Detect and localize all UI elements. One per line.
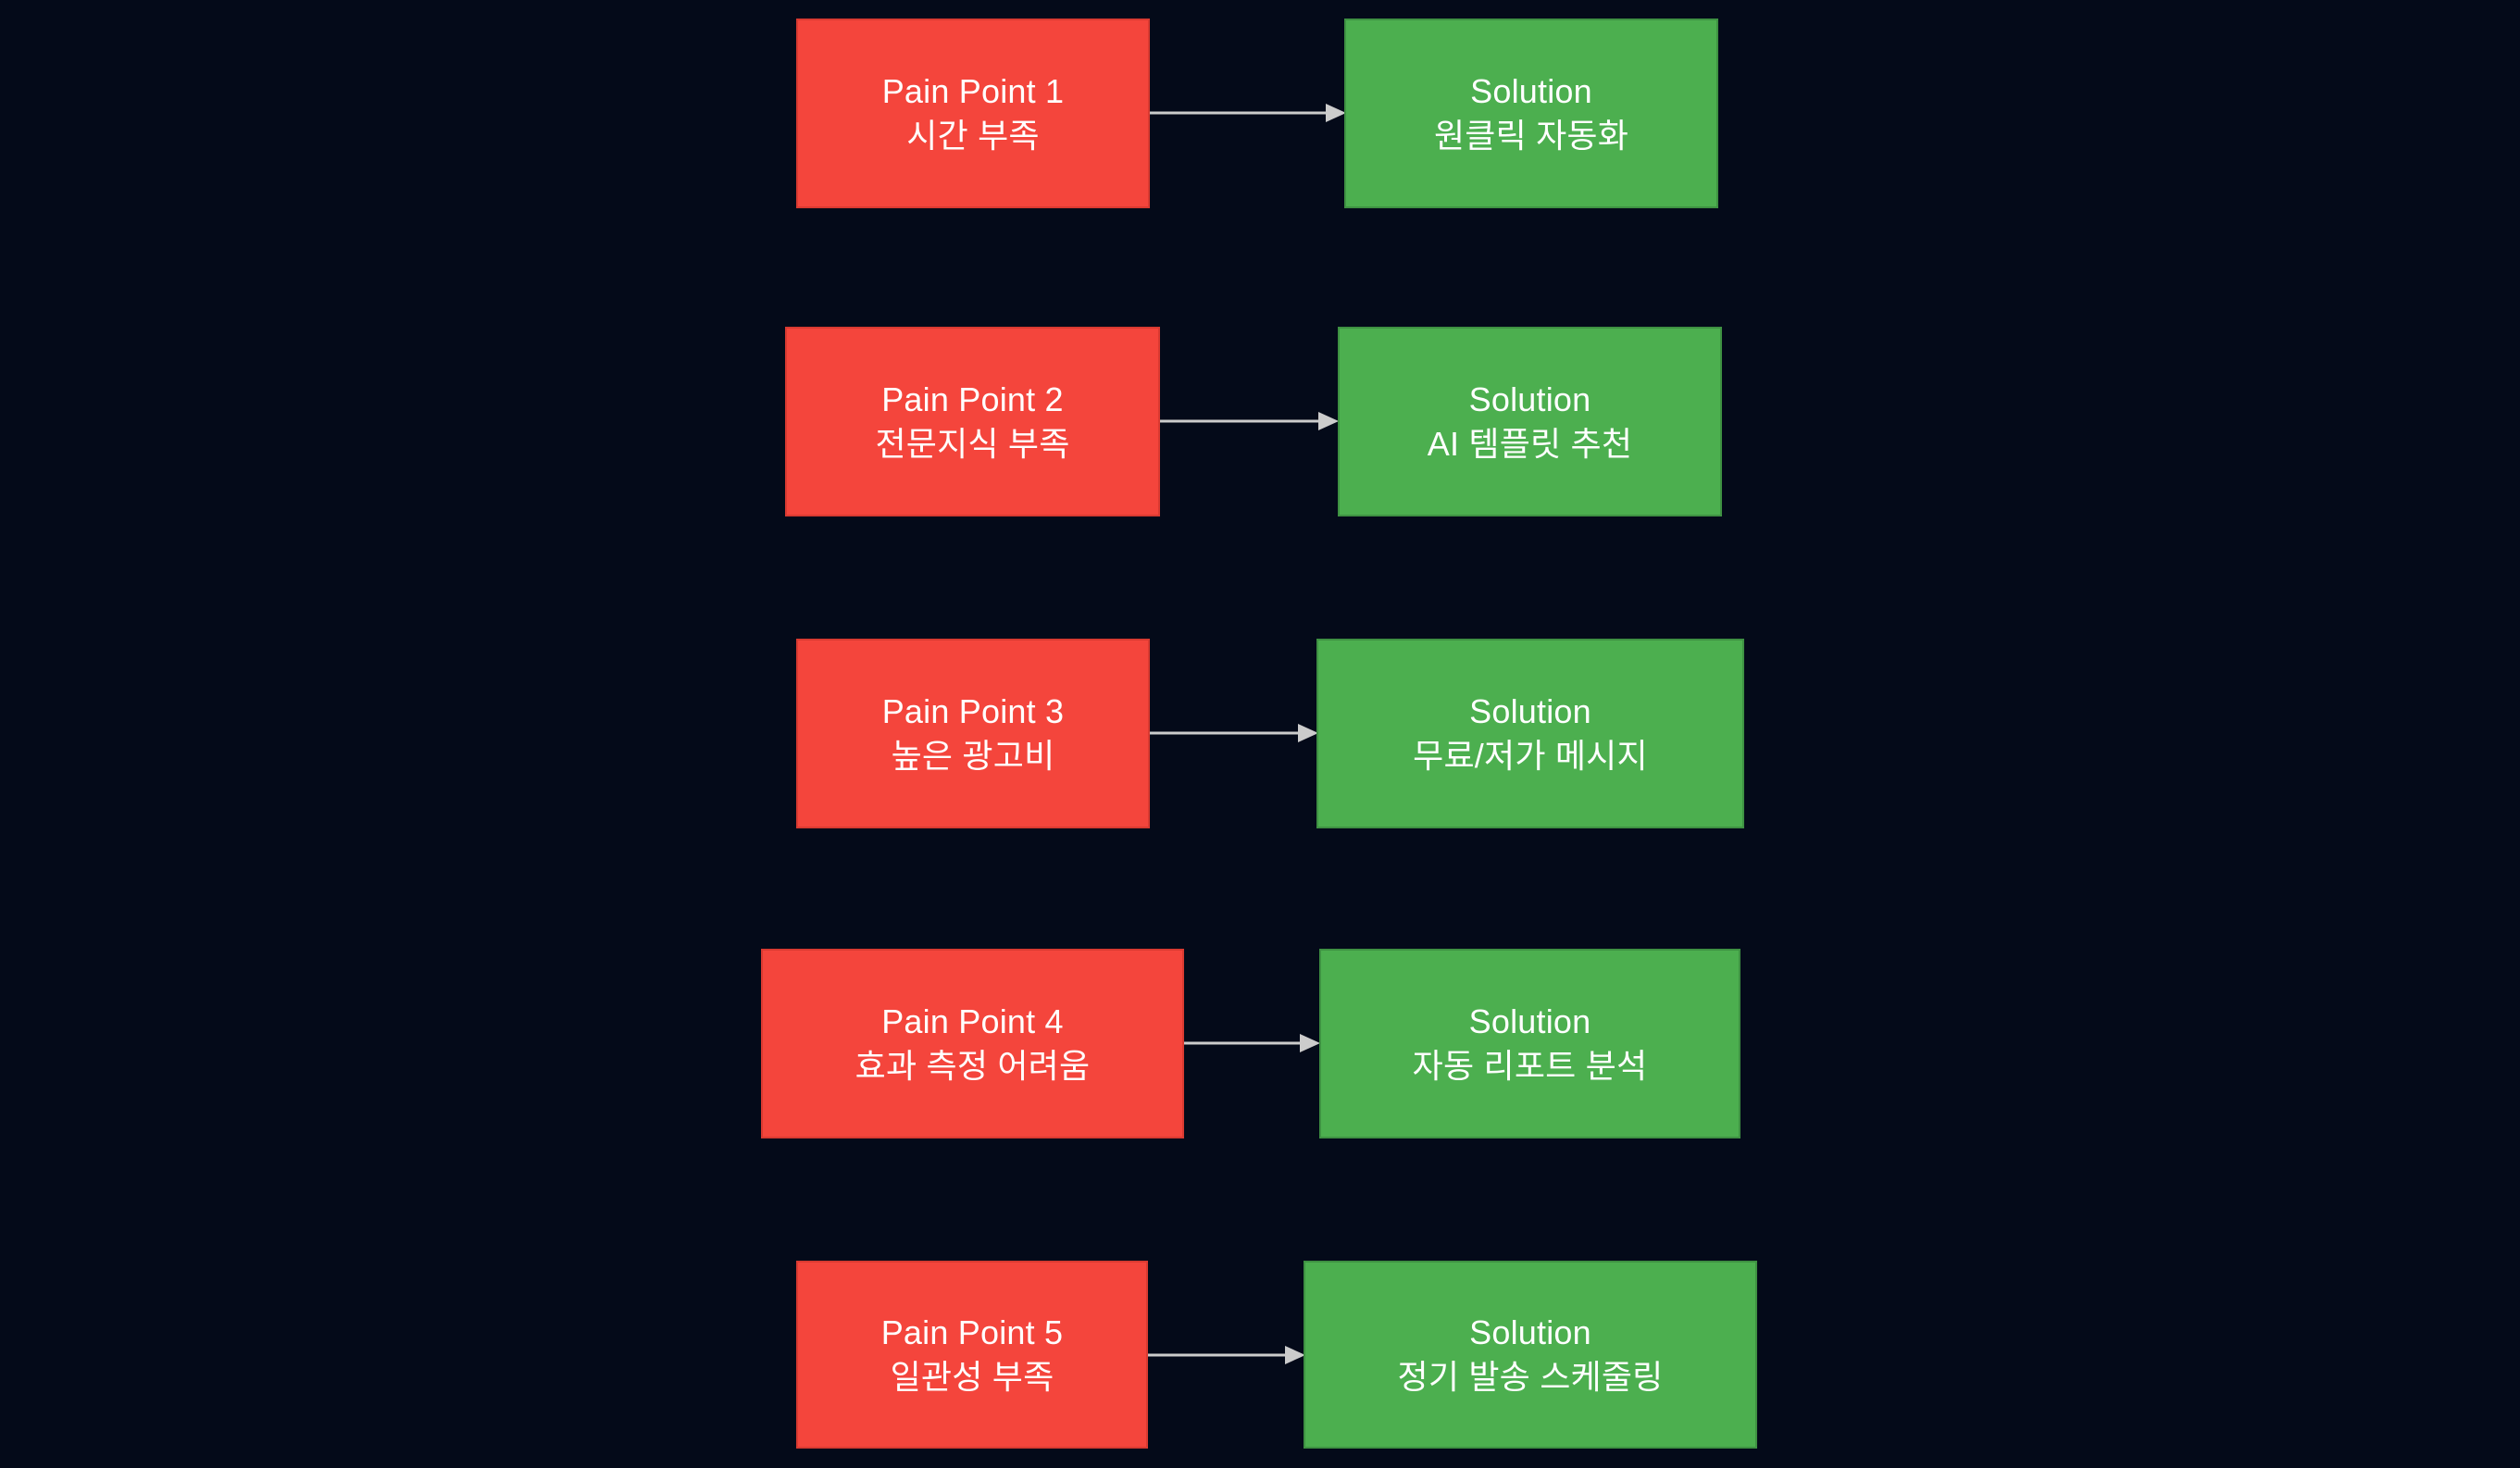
node-title: Pain Point 3 (881, 691, 1065, 730)
node-title: Solution (1469, 1312, 1591, 1351)
edge-pain-2-to-solution-2 (1160, 409, 1339, 433)
node-detail: AI 템플릿 추천 (1427, 424, 1633, 463)
node-title: Pain Point 5 (880, 1312, 1064, 1351)
node-detail: 일관성 부족 (890, 1357, 1054, 1396)
node-detail: 자동 리포트 분석 (1412, 1046, 1648, 1085)
node-title: Pain Point 1 (881, 71, 1065, 110)
node-title: Pain Point 2 (881, 379, 1064, 418)
node-title: Solution (1468, 379, 1591, 418)
node-title: Solution (1468, 1001, 1591, 1040)
edge-pain-1-to-solution-1 (1150, 101, 1346, 125)
node-pain-point-5[interactable]: Pain Point 5 일관성 부족 (796, 1261, 1148, 1449)
node-solution-1[interactable]: Solution 원클릭 자동화 (1344, 19, 1718, 208)
node-detail: 원클릭 자동화 (1433, 116, 1629, 155)
node-detail: 전문지식 부족 (875, 424, 1070, 463)
node-solution-4[interactable]: Solution 자동 리포트 분석 (1319, 949, 1740, 1138)
node-detail: 시간 부족 (906, 116, 1040, 155)
node-detail: 높은 광고비 (891, 736, 1055, 775)
node-detail: 효과 측정 어려움 (855, 1046, 1091, 1085)
node-pain-point-4[interactable]: Pain Point 4 효과 측정 어려움 (761, 949, 1184, 1138)
node-solution-5[interactable]: Solution 정기 발송 스케줄링 (1304, 1261, 1757, 1449)
node-title: Solution (1470, 71, 1592, 110)
node-detail: 무료/저가 메시지 (1413, 736, 1648, 775)
edge-pain-4-to-solution-4 (1184, 1031, 1320, 1055)
node-pain-point-2[interactable]: Pain Point 2 전문지식 부족 (785, 327, 1160, 516)
node-pain-point-1[interactable]: Pain Point 1 시간 부족 (796, 19, 1150, 208)
edge-pain-3-to-solution-3 (1150, 721, 1318, 745)
node-detail: 정기 발송 스케줄링 (1397, 1357, 1664, 1396)
node-pain-point-3[interactable]: Pain Point 3 높은 광고비 (796, 639, 1150, 828)
node-solution-2[interactable]: Solution AI 템플릿 추천 (1338, 327, 1722, 516)
node-title: Solution (1469, 691, 1591, 730)
node-solution-3[interactable]: Solution 무료/저가 메시지 (1316, 639, 1744, 828)
node-title: Pain Point 4 (881, 1001, 1064, 1040)
edge-pain-5-to-solution-5 (1148, 1343, 1305, 1367)
